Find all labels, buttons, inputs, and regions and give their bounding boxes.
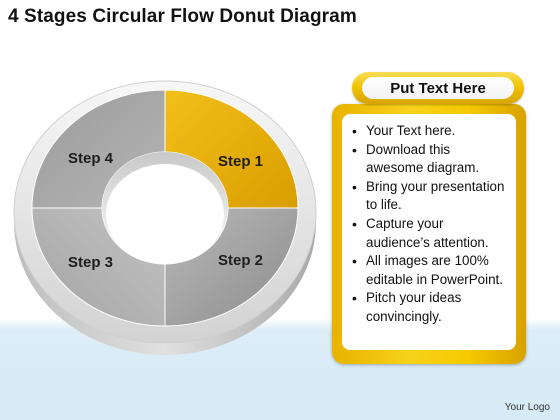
- text-panel-body: Your Text here. Download this awesome di…: [342, 114, 516, 350]
- bullet-list: Your Text here. Download this awesome di…: [348, 122, 508, 327]
- bullet-item: Bring your presentation to life.: [348, 178, 508, 215]
- donut-hole: [106, 164, 224, 264]
- page-title: 4 Stages Circular Flow Donut Diagram: [8, 6, 357, 27]
- segment-label-step-2: Step 2: [218, 252, 263, 269]
- bullet-item: Capture your audience’s attention.: [348, 215, 508, 252]
- bullet-item: All images are 100% editable in PowerPoi…: [348, 252, 508, 289]
- bullet-item: Download this awesome diagram.: [348, 141, 508, 178]
- panel-header-title: Put Text Here: [362, 77, 514, 99]
- text-panel: Your Text here. Download this awesome di…: [332, 104, 526, 364]
- logo-placeholder: Your Logo: [504, 402, 550, 413]
- bullet-item: Pitch your ideas convincingly.: [348, 289, 508, 326]
- panel-header: Put Text Here: [352, 72, 524, 104]
- segment-label-step-4: Step 4: [68, 150, 114, 167]
- donut-diagram: Step 1 Step 2 Step 3 Step 4: [13, 80, 317, 355]
- bullet-item: Your Text here.: [348, 122, 508, 141]
- segment-label-step-3: Step 3: [68, 254, 113, 271]
- segment-label-step-1: Step 1: [218, 153, 263, 170]
